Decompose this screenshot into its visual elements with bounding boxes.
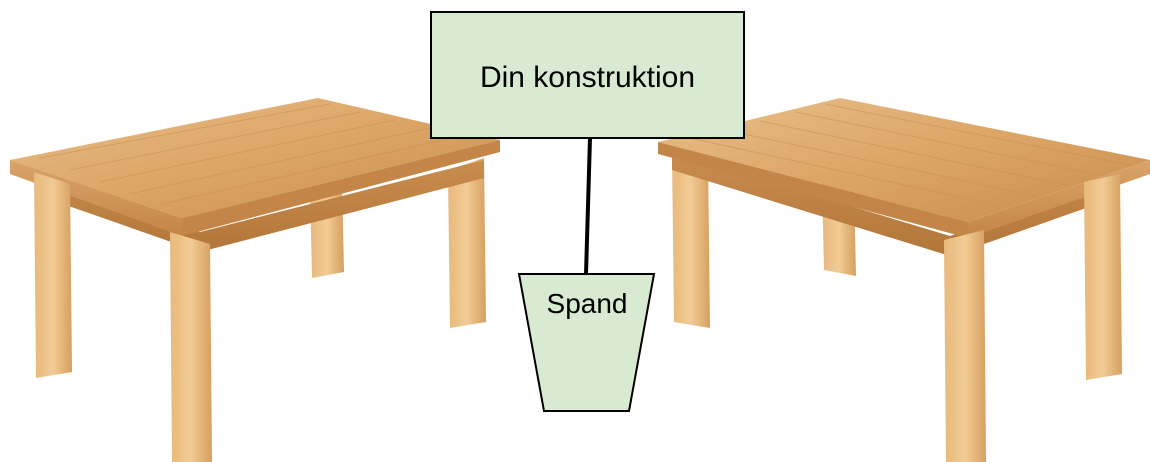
right-table-front-leg-left: [944, 230, 986, 462]
bucket-shape: [517, 273, 656, 412]
left-table: [10, 98, 500, 462]
bucket-label: Spand: [547, 288, 628, 319]
right-table-apron: [672, 152, 1120, 256]
left-table-top-side-edge: [182, 140, 500, 236]
right-table-top: [658, 98, 1150, 222]
left-table-front-leg-left: [34, 172, 72, 378]
right-table-back-leg-left: [672, 152, 710, 328]
construction-box: Din konstruktion: [430, 11, 745, 139]
construction-box-shape: [430, 11, 745, 139]
left-table-front-leg-right: [170, 232, 212, 462]
right-table-front-leg-right: [1084, 174, 1122, 380]
bucket: Spand: [517, 273, 656, 412]
left-table-apron: [40, 160, 484, 252]
construction-box-label: Din konstruktion: [480, 61, 695, 94]
right-table-wood-grain: [689, 103, 1136, 207]
left-table-back-leg-right: [448, 158, 486, 328]
right-table-top-side-edge: [658, 142, 968, 238]
left-table-top: [10, 98, 500, 218]
right-table: [658, 98, 1150, 462]
left-table-wood-grain: [39, 103, 466, 206]
rope-line: [584, 137, 592, 275]
